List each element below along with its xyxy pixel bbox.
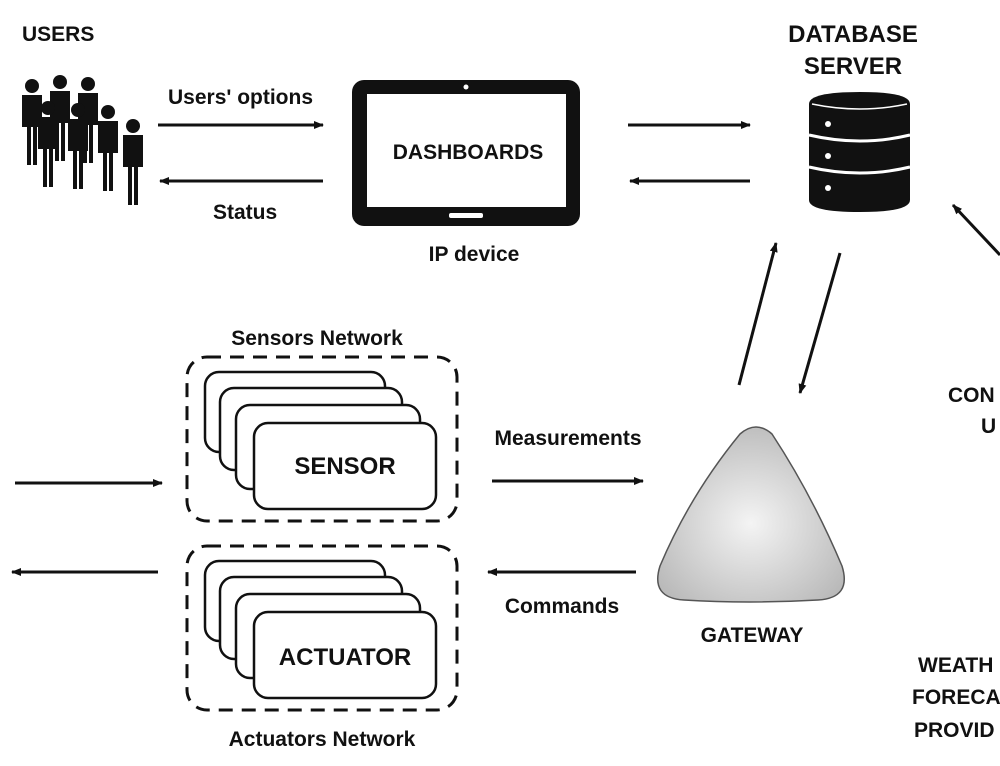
sensor-label: SENSOR bbox=[294, 453, 395, 480]
ip-device-label: IP device bbox=[429, 243, 520, 266]
tablet-icon bbox=[352, 80, 580, 226]
gateway-icon bbox=[657, 426, 845, 603]
gateway-to-database-arrow bbox=[737, 242, 778, 386]
actuators-network-label: Actuators Network bbox=[229, 728, 416, 751]
sensors-network-label: Sensors Network bbox=[231, 327, 403, 350]
actuator-label: ACTUATOR bbox=[279, 644, 411, 671]
weather-provider-line3: PROVID bbox=[914, 719, 995, 742]
database-icon bbox=[808, 92, 911, 212]
database-to-gateway-arrow bbox=[798, 252, 842, 394]
actuator-stack bbox=[203, 559, 438, 700]
users-options-label: Users' options bbox=[168, 86, 313, 109]
measurements-label: Measurements bbox=[494, 427, 641, 450]
sensors-network-frame bbox=[185, 355, 459, 523]
weather-provider-line1: WEATH bbox=[918, 654, 993, 677]
database-server-title-line2: SERVER bbox=[804, 53, 902, 80]
control-unit-to-database-arrow bbox=[951, 203, 1000, 257]
control-unit-title-line1: CON bbox=[948, 384, 995, 407]
database-server-title-line1: DATABASE bbox=[788, 21, 918, 48]
weather-provider-line2: FORECA bbox=[912, 686, 1000, 709]
control-unit-title-line2: U bbox=[981, 415, 996, 438]
sensor-stack bbox=[203, 370, 438, 511]
dashboards-label: DASHBOARDS bbox=[393, 141, 544, 164]
users-title: USERS bbox=[22, 23, 94, 46]
commands-label: Commands bbox=[505, 595, 619, 618]
people-group-icon bbox=[22, 75, 143, 205]
gateway-label: GATEWAY bbox=[701, 624, 804, 647]
status-label: Status bbox=[213, 201, 277, 224]
actuators-network-frame bbox=[185, 544, 459, 712]
